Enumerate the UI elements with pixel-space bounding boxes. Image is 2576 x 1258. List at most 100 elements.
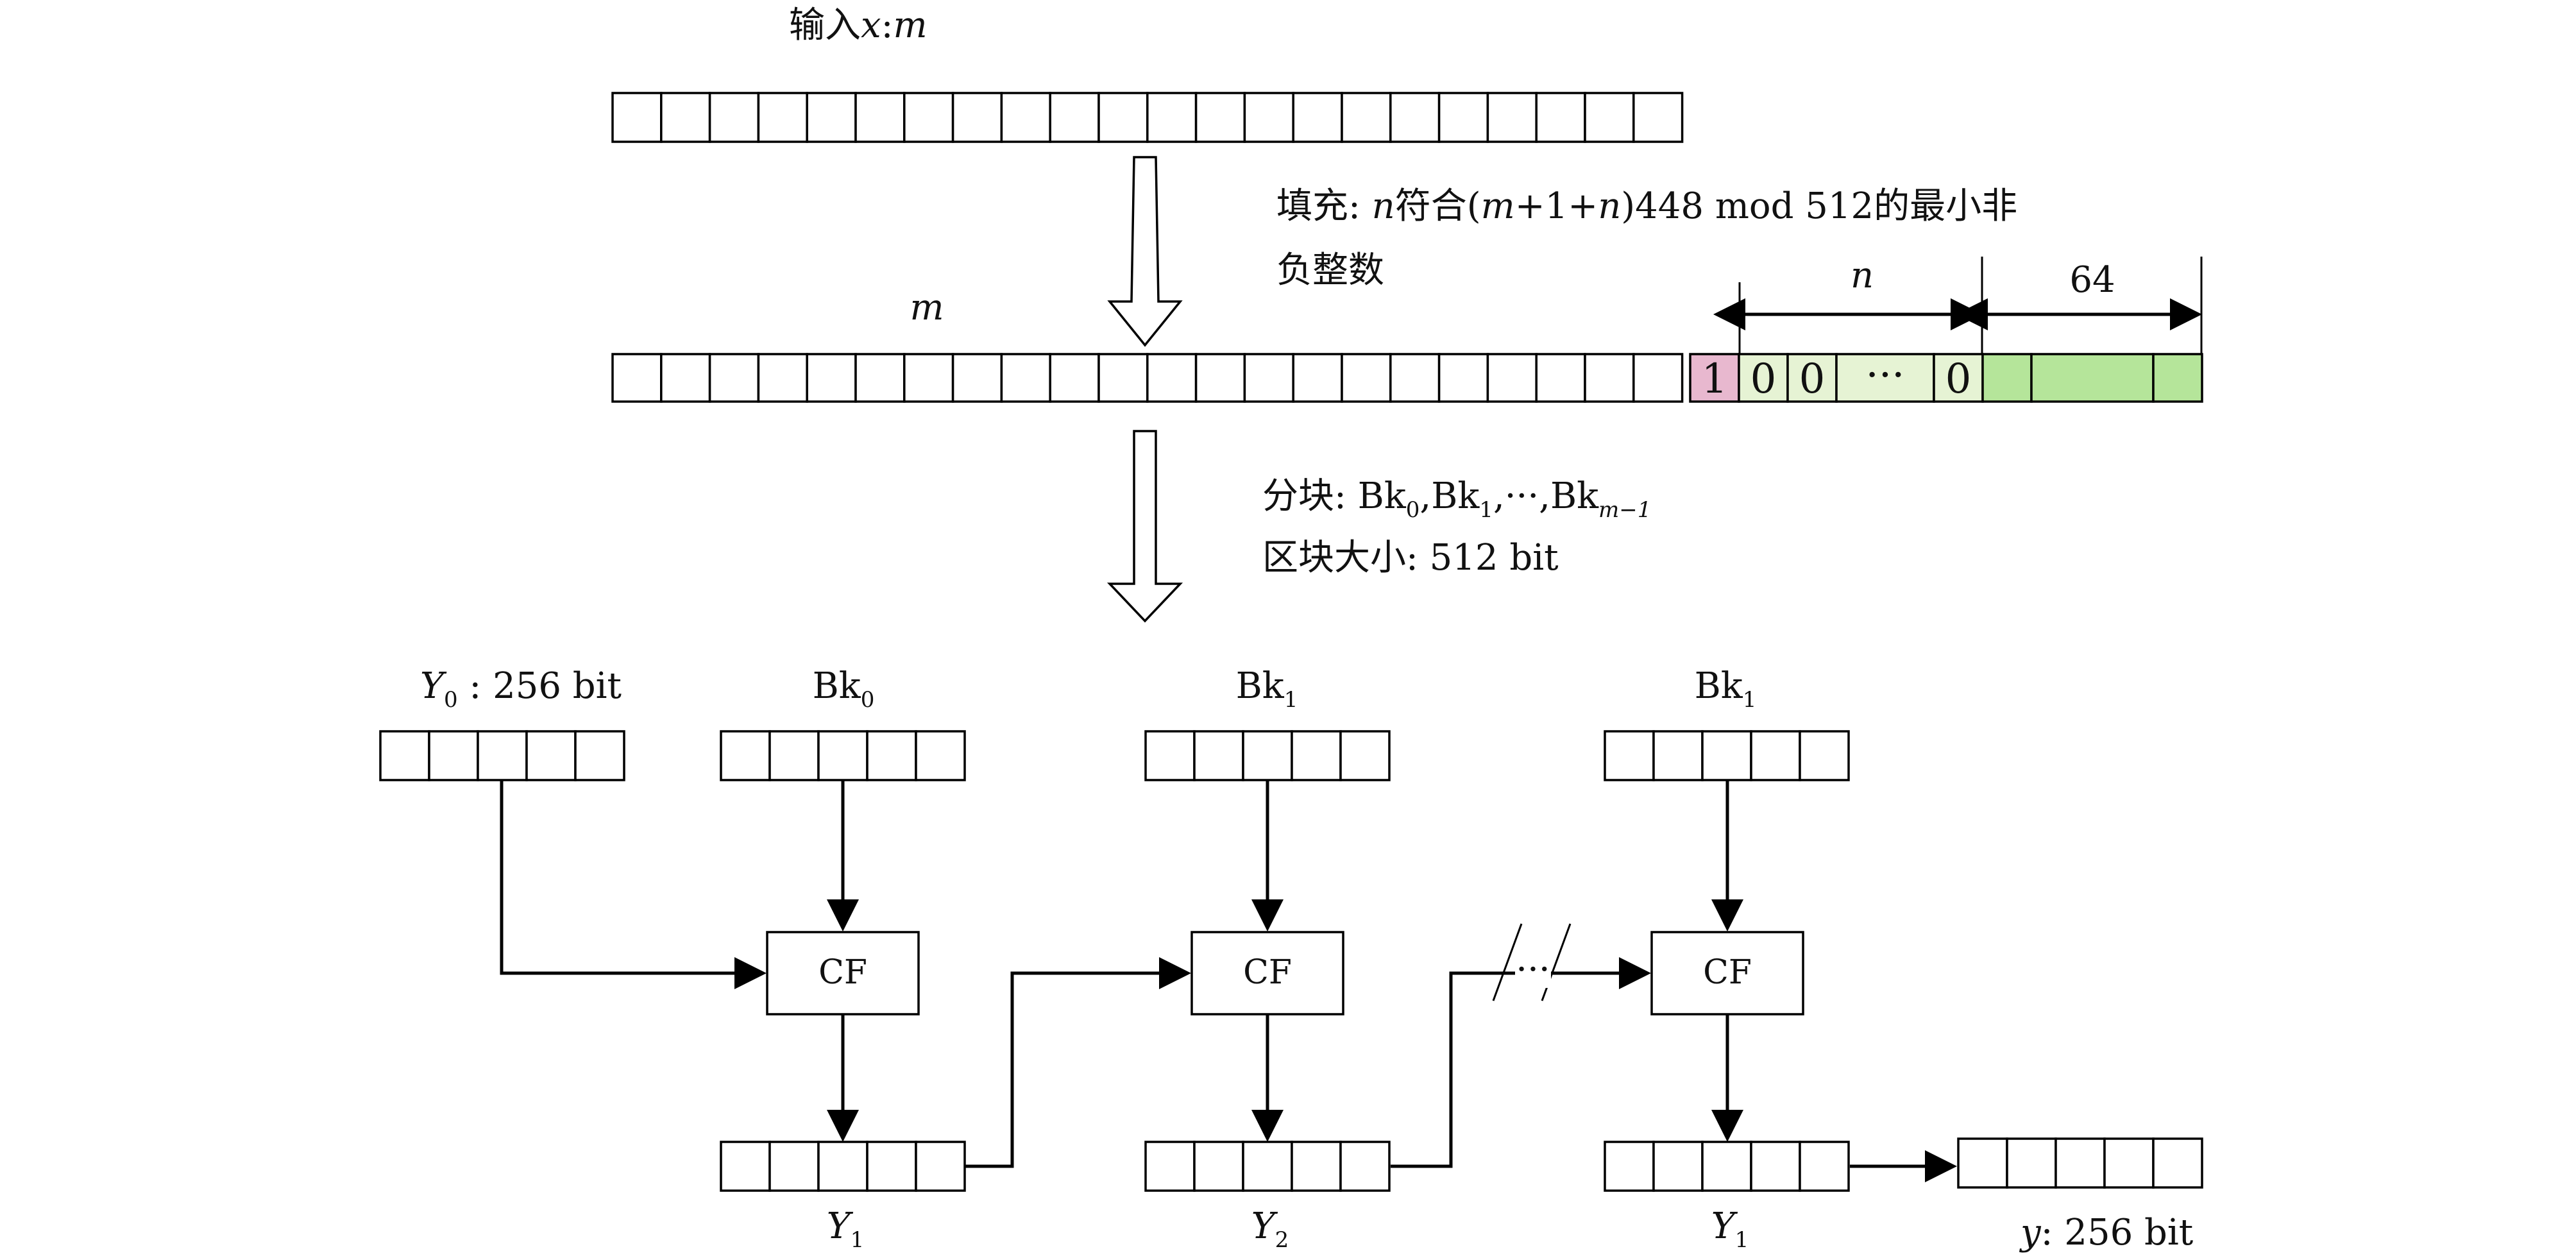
message-bit-cell [1146, 353, 1198, 403]
message-bit-cell [1341, 353, 1392, 403]
pad-zero-bit-2: 0 [1799, 355, 1826, 403]
input-bit-cell [1486, 92, 1538, 143]
bk1-register-cell [1144, 730, 1196, 781]
input-bit-cell [854, 92, 906, 143]
bk0-register-cell [720, 730, 771, 781]
y-final-register-cell [1701, 1141, 1752, 1192]
cf-box-1 [766, 931, 920, 1016]
padded-message-bar [611, 353, 1684, 403]
y1-label: Y1 [827, 1205, 865, 1253]
y2-register-cell [1242, 1141, 1293, 1192]
input-bit-cell [1292, 92, 1343, 143]
iv-register-cell [525, 730, 577, 781]
message-bit-cell [1292, 353, 1343, 403]
output-register-cell [2055, 1137, 2106, 1189]
pad-zero-bit-1: 0 [1750, 355, 1777, 403]
message-bit-cell [1437, 353, 1489, 403]
bk0-label: Bk0 [813, 665, 875, 713]
y2-register-cell [1339, 1141, 1391, 1192]
padding-rule-line2: 负整数 [1276, 250, 1384, 291]
input-bit-cell [757, 92, 808, 143]
input-bit-cell [1632, 92, 1684, 143]
message-bit-cell [903, 353, 954, 403]
output-register-cell [1957, 1137, 2008, 1189]
y2-register-cell [1291, 1141, 1342, 1192]
message-bit-cell [1632, 353, 1684, 403]
zero-count-label: n [1851, 255, 1874, 296]
message-bit-cell [1194, 353, 1246, 403]
input-bit-cell [1097, 92, 1149, 143]
input-bit-cell [611, 92, 663, 143]
output-register-cell [2103, 1137, 2155, 1189]
message-bit-cell [1584, 353, 1635, 403]
cf-box-2 [1191, 931, 1344, 1016]
message-bit-cell [1535, 353, 1586, 403]
break-ellipsis: ··· [1516, 949, 1550, 990]
input-bit-cell [1000, 92, 1051, 143]
input-bit-cell [708, 92, 760, 143]
message-bit-cell [1000, 353, 1051, 403]
bk1-register-cell [1291, 730, 1342, 781]
message-bit-cell [708, 353, 760, 403]
padding-rule-line1: 填充: n符合(m+1+n)448 mod 512的最小非 [1276, 185, 2017, 227]
input-bit-cell [1437, 92, 1489, 143]
break-slash-1 [1492, 923, 1523, 1001]
iv-register-cell [477, 730, 528, 781]
input-bit-cell [1584, 92, 1635, 143]
len-cell-3 [2152, 353, 2203, 403]
bk1-register-cell [1193, 730, 1244, 781]
message-bit-cell [1243, 353, 1294, 403]
y2-to-cf3-arrow [1391, 957, 1651, 1168]
input-bit-cell [1243, 92, 1294, 143]
blocking-label: 分块: Bk0,Bk1,···,Bkm−1 [1262, 475, 1651, 523]
iv-register-cell [379, 730, 430, 781]
input-bit-cell [951, 92, 1003, 143]
y1-register-cell [915, 1141, 966, 1192]
cf-label-3: CF [1703, 953, 1752, 992]
cf-label-2: CF [1243, 953, 1292, 992]
y-final-register-cell [1750, 1141, 1801, 1192]
input-bit-cell [660, 92, 711, 143]
message-bit-cell [1389, 353, 1441, 403]
pad-ellipsis: ··· [1865, 352, 1904, 399]
input-bit-cell [1535, 92, 1586, 143]
message-bit-cell [951, 353, 1003, 403]
y-final-register-cell [1799, 1141, 1850, 1192]
message-bit-cell [806, 353, 857, 403]
bk-last-register-cell [1652, 730, 1704, 781]
block-size-label: 区块大小: 512 bit [1262, 537, 1559, 579]
bk1-register-cell [1339, 730, 1391, 781]
input-message-bar [611, 92, 1684, 143]
y2-register-cell [1144, 1141, 1196, 1192]
pad-zero-bit-last: 0 [1945, 355, 1972, 403]
length-field-label: 64 [2069, 259, 2115, 301]
message-bit-cell [1049, 353, 1100, 403]
y1-register-cell [720, 1141, 771, 1192]
message-bit-cell [757, 353, 808, 403]
y1-register-cell [768, 1141, 820, 1192]
bk0-register-cell [817, 730, 869, 781]
break-gap [1515, 958, 1551, 988]
output-register-cell [2006, 1137, 2057, 1189]
y2-label: Y2 [1251, 1205, 1289, 1253]
message-bit-cell [854, 353, 906, 403]
message-length-label: m [910, 287, 944, 328]
y2-register-cell [1193, 1141, 1244, 1192]
y-final-register-cell [1604, 1141, 1655, 1192]
bk-last-register-cell [1750, 730, 1801, 781]
input-bit-cell [1146, 92, 1198, 143]
bk-last-register-cell [1799, 730, 1850, 781]
cf-label-1: CF [818, 953, 867, 992]
bk0-register-cell [915, 730, 966, 781]
input-bit-cell [903, 92, 954, 143]
input-bit-cell [1341, 92, 1392, 143]
input-label: 输入x:m [789, 4, 928, 46]
y-final-register-cell [1652, 1141, 1704, 1192]
pad-one-bit: 1 [1702, 355, 1728, 403]
block-arrow [1106, 430, 1183, 623]
bk1-register-cell [1242, 730, 1293, 781]
pad-zero-cell-last [1933, 353, 1984, 403]
bk-last-register-cell [1604, 730, 1655, 781]
bk1-label: Bk1 [1236, 665, 1298, 713]
